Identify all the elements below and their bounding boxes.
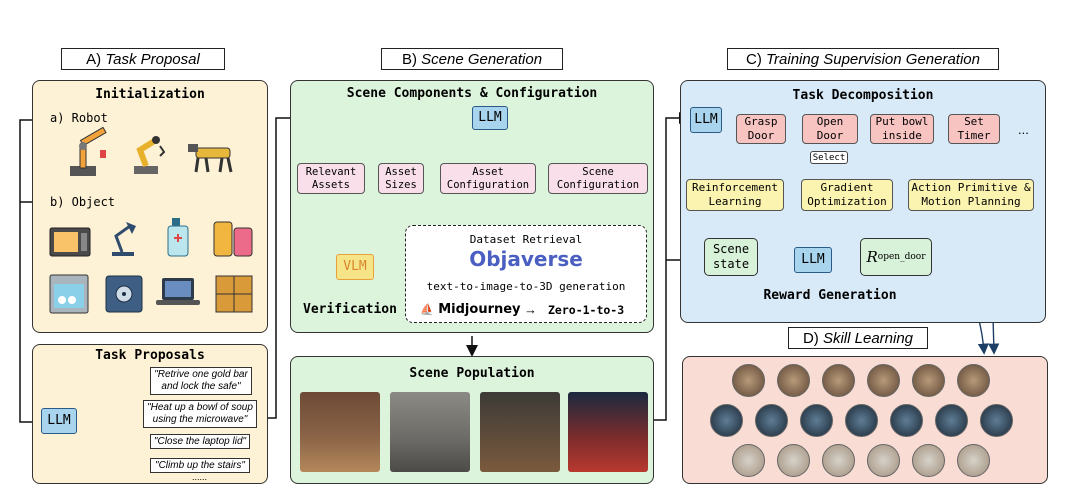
section-c-title: C) Training Supervision Generation — [727, 48, 999, 70]
skill-thumbnail — [732, 364, 765, 397]
t2i3d-label: text-to-image-to-3D generation — [426, 280, 626, 293]
skill-thumbnail — [822, 364, 855, 397]
scene-image — [480, 392, 560, 472]
initialization-heading: Initialization — [95, 87, 205, 102]
skill-thumbnail — [935, 404, 968, 437]
skill-thumbnail — [800, 404, 833, 437]
skill-thumbnail — [867, 364, 900, 397]
method-action-primitive: Action Primitive & Motion Planning — [908, 179, 1034, 211]
skill-thumbnail — [822, 444, 855, 477]
midjourney-label: ⛵ Midjourney — [420, 302, 521, 317]
skill-thumbnail — [845, 404, 878, 437]
step-set-timer: Set Timer — [948, 114, 1000, 144]
task-proposal-llm: LLM — [41, 408, 77, 434]
scene-state-box: Scene state — [704, 238, 758, 276]
midjourney-icon: ⛵ — [420, 303, 434, 316]
objaverse-logo: Objaverse — [469, 247, 583, 271]
skill-thumbnail — [732, 444, 765, 477]
scene-configuration-box: Scene Configuration — [548, 163, 648, 194]
skill-thumbnail — [957, 444, 990, 477]
section-a-title: A) Task Proposal — [61, 48, 225, 70]
task-decomposition-heading: Task Decomposition — [792, 88, 934, 103]
scene-llm: LLM — [472, 106, 508, 130]
task-proposals-heading: Task Proposals — [95, 348, 205, 363]
scene-population-heading: Scene Population — [409, 366, 535, 381]
skill-thumbnail — [912, 444, 945, 477]
step-put-bowl-inside: Put bowl inside — [870, 114, 934, 144]
scene-image — [568, 392, 648, 472]
scene-components-heading: Scene Components & Configuration — [346, 86, 598, 101]
step-open-door: Open Door — [802, 114, 858, 144]
asset-sizes-box: Asset Sizes — [378, 163, 424, 194]
skill-thumbnail — [777, 444, 810, 477]
asset-configuration-box: Asset Configuration — [440, 163, 536, 194]
scene-image — [390, 392, 470, 472]
skill-thumbnail — [912, 364, 945, 397]
step-grasp-door: Grasp Door — [736, 114, 786, 144]
decomposition-llm: LLM — [690, 107, 722, 133]
task-proposal-item: "Climb up the stairs" — [150, 458, 250, 473]
task-proposal-item: "Heat up a bowl of soup using the microw… — [143, 400, 257, 428]
skill-thumbnail — [890, 404, 923, 437]
skill-thumbnail — [980, 404, 1013, 437]
task-proposal-ellipsis: ...... — [192, 472, 208, 482]
zero123-label: Zero-1-to-3 — [548, 303, 625, 317]
relevant-assets-box: Relevant Assets — [297, 163, 365, 194]
section-d-title: D) Skill Learning — [788, 327, 928, 349]
skill-thumbnail — [710, 404, 743, 437]
method-reinforcement-learning: Reinforcement Learning — [686, 179, 784, 211]
task-proposal-item: "Retrive one gold bar and lock the safe" — [150, 367, 252, 395]
dataset-retrieval-label: Dataset Retrieval — [469, 233, 583, 246]
section-b-title: B) Scene Generation — [381, 48, 563, 70]
select-label: Select — [810, 151, 848, 164]
steps-ellipsis: ... — [1018, 122, 1029, 137]
midjourney-arrow: → — [524, 302, 537, 317]
verification-label: Verification — [303, 302, 397, 317]
task-proposal-item: "Close the laptop lid" — [150, 434, 250, 449]
robot-label: a) Robot — [50, 111, 108, 125]
skill-thumbnail — [755, 404, 788, 437]
reward-generation-heading: Reward Generation — [763, 288, 897, 303]
scene-image — [300, 392, 380, 472]
vlm-badge: VLM — [336, 254, 374, 280]
object-label: b) Object — [50, 195, 116, 209]
skill-thumbnail — [867, 444, 900, 477]
method-gradient-optimization: Gradient Optimization — [801, 179, 893, 211]
skill-thumbnail — [957, 364, 990, 397]
reward-llm: LLM — [794, 247, 832, 273]
asset-source-box — [405, 225, 647, 323]
skill-thumbnail — [777, 364, 810, 397]
